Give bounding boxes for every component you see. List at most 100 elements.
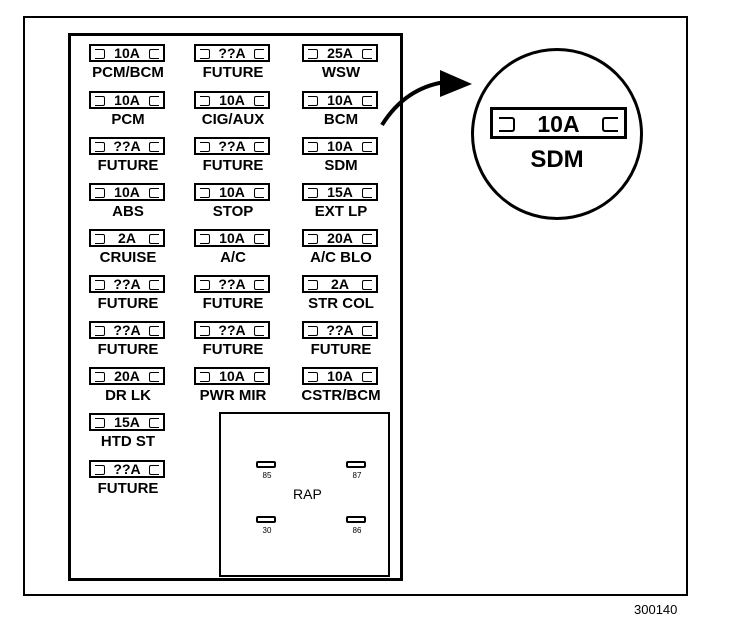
fuse-future-7: ??A FUTURE (168, 316, 298, 366)
fuse-label: FUTURE (310, 341, 372, 358)
fuse-rating: ??A (218, 138, 246, 154)
fuse-label: PCM (111, 111, 145, 128)
fuse-rating: 10A (327, 138, 353, 154)
fuse-body: 10A (194, 229, 270, 247)
fuse-rating: ??A (218, 276, 246, 292)
fuse-body: 10A (302, 91, 378, 109)
fuse-body: ??A (302, 321, 378, 339)
zoom-fuse-rating: 10A (537, 111, 580, 137)
fuse-pwr-mir: 10A PWR MIR (168, 362, 298, 412)
fuse-future-6: ??A FUTURE (63, 316, 193, 366)
fuse-body: 20A (89, 367, 165, 385)
fuse-rating: 15A (114, 414, 140, 430)
fuse-body: ??A (89, 275, 165, 293)
figure-frame (23, 16, 688, 596)
fuse-stop: 10A STOP (168, 178, 298, 228)
fuse-future-4: ??A FUTURE (63, 270, 193, 320)
fuse-body: 15A (89, 413, 165, 431)
relay-pin: 85 (252, 461, 282, 487)
fuse-body: ??A (194, 44, 270, 62)
fuse-pcm-bcm: 10A PCM/BCM (63, 39, 193, 89)
figure-id: 300140 (634, 602, 678, 617)
pin-number: 87 (352, 471, 362, 480)
fuse-body: 2A (302, 275, 378, 293)
fuse-rating: 10A (219, 230, 245, 246)
fuse-body: 10A (89, 91, 165, 109)
fuse-rating: ??A (218, 322, 246, 338)
fuse-label: PWR MIR (199, 387, 267, 404)
fuse-rating: 20A (114, 368, 140, 384)
fuse-rating: ??A (218, 45, 246, 61)
fuse-body: 10A (89, 44, 165, 62)
fuse-pcm: 10A PCM (63, 86, 193, 136)
fuse-label: BCM (323, 111, 359, 128)
fuse-label: ABS (112, 203, 144, 220)
zoom-callout-circle (471, 48, 643, 220)
fuse-label: EXT LP (314, 203, 368, 220)
fuse-label: FUTURE (202, 341, 264, 358)
pin-slot (346, 461, 366, 468)
fuse-label: CIG/AUX (201, 111, 265, 128)
fuse-label: A/C BLO (310, 249, 372, 266)
fuse-label: FUTURE (97, 157, 159, 174)
fuse-label: CRUISE (99, 249, 157, 266)
fuse-label: A/C (220, 249, 246, 266)
fuse-rating: 10A (219, 368, 245, 384)
rap-relay: 85 87 30 86 RAP (219, 412, 390, 577)
fuse-ac-blo: 20A A/C BLO (276, 224, 406, 274)
fuse-rating: ??A (113, 461, 141, 477)
fuse-rating: 10A (327, 368, 353, 384)
fuse-label: CSTR/BCM (301, 387, 381, 404)
fuse-sdm: 10A SDM (276, 132, 406, 182)
fuse-rating: 10A (114, 92, 140, 108)
fuse-body: 10A (194, 367, 270, 385)
fuse-label: STOP (212, 203, 254, 220)
fuse-body: ??A (89, 137, 165, 155)
relay-pin: 87 (342, 461, 372, 487)
fuse-label: FUTURE (97, 295, 159, 312)
fuse-rating: 10A (219, 184, 245, 200)
pin-slot (256, 461, 276, 468)
fuse-rating: 10A (114, 45, 140, 61)
fuse-label: DR LK (105, 387, 151, 404)
pin-number: 30 (262, 526, 272, 535)
fuse-body: ??A (194, 275, 270, 293)
fuse-rating: 10A (114, 184, 140, 200)
fuse-future-3: ??A FUTURE (168, 132, 298, 182)
fuse-body: 10A (302, 137, 378, 155)
relay-label: RAP (293, 486, 322, 502)
fuse-block-panel (68, 33, 403, 581)
fuse-dr-lk: 20A DR LK (63, 362, 193, 412)
fuse-str-col: 2A STR COL (276, 270, 406, 320)
fuse-rating: 2A (331, 276, 349, 292)
zoom-fuse-label: SDM (530, 146, 584, 173)
fuse-label: STR COL (308, 295, 374, 312)
fuse-body: ??A (89, 321, 165, 339)
fuse-label: PCM/BCM (92, 64, 164, 81)
fuse-cstr-bcm: 10A CSTR/BCM (276, 362, 406, 412)
fuse-body: 10A (302, 367, 378, 385)
fuse-body: ??A (194, 321, 270, 339)
fuse-rating: 2A (118, 230, 136, 246)
fuse-label: FUTURE (97, 341, 159, 358)
fuse-body: ??A (194, 137, 270, 155)
fuse-body: 10A (89, 183, 165, 201)
fuse-rating: 15A (327, 184, 353, 200)
fuse-future-8: ??A FUTURE (276, 316, 406, 366)
fuse-rating: 10A (327, 92, 353, 108)
fuse-label: FUTURE (202, 157, 264, 174)
fuse-body: 15A (302, 183, 378, 201)
fuse-rating: ??A (113, 138, 141, 154)
fuse-cruise: 2A CRUISE (63, 224, 193, 274)
fuse-future-2: ??A FUTURE (63, 132, 193, 182)
fuse-label: SDM (324, 157, 358, 174)
relay-pin: 86 (342, 516, 372, 542)
fuse-body: 10A (194, 183, 270, 201)
fuse-label: HTD ST (100, 433, 156, 450)
fuse-rating: 20A (327, 230, 353, 246)
